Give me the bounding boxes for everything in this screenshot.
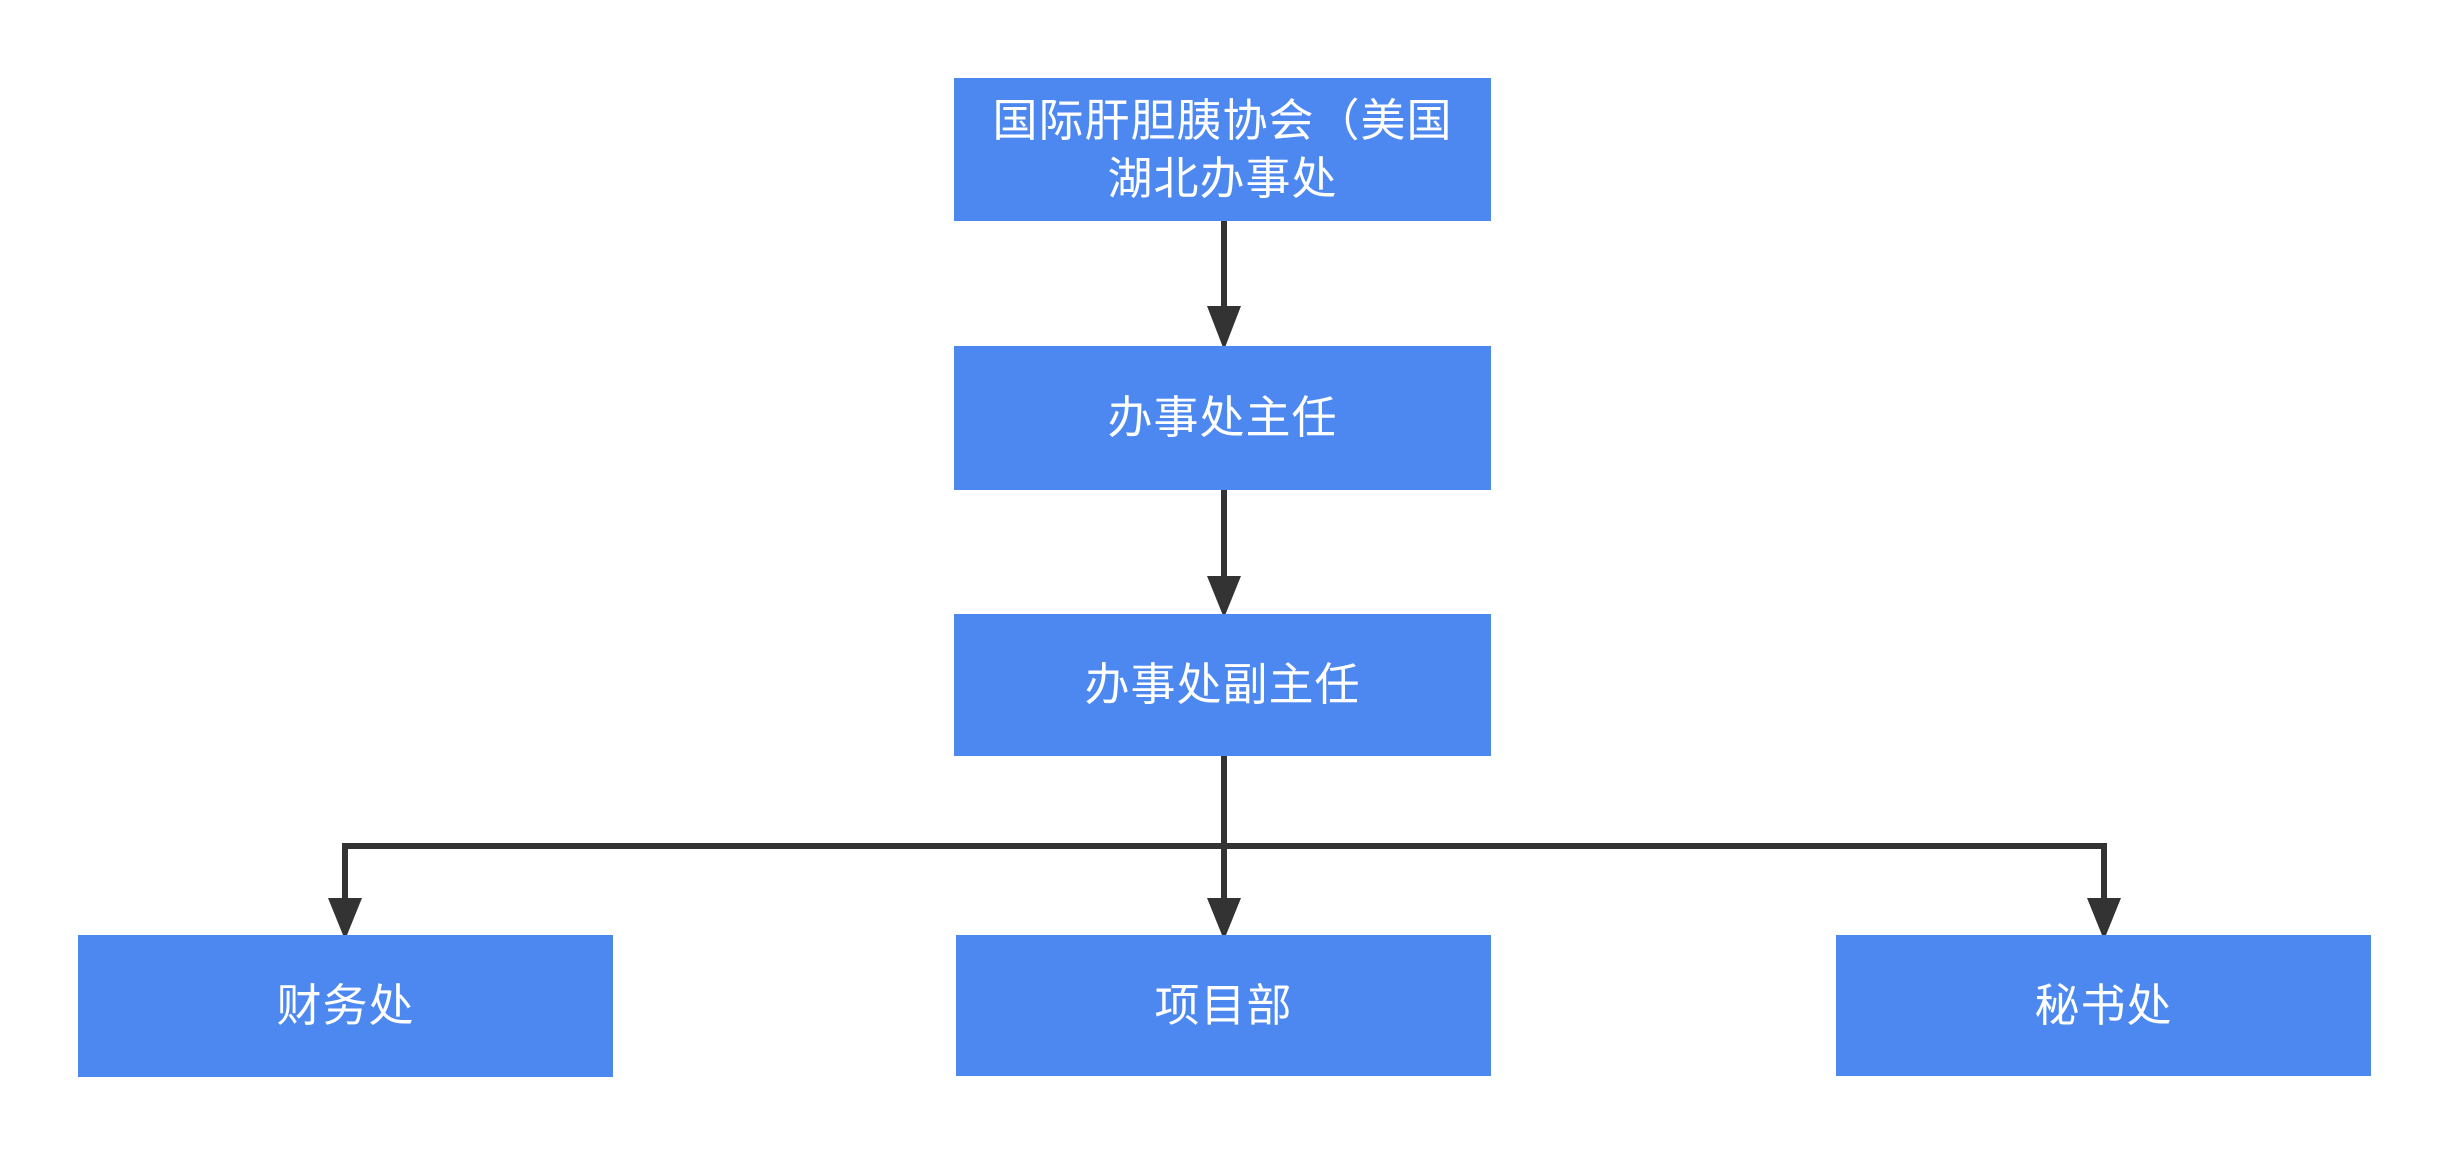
connector-root-to-director: [1207, 220, 1241, 350]
org-node-deputy-director: 办事处副主任: [954, 614, 1491, 756]
org-node-secretariat: 秘书处: [1836, 935, 2371, 1076]
arrowhead-icon: [1207, 576, 1241, 618]
org-node-director-label: 办事处主任: [1107, 392, 1338, 443]
arrowhead-icon: [328, 898, 362, 940]
org-node-finance: 财务处: [78, 935, 613, 1077]
arrowhead-icon: [2087, 898, 2121, 940]
org-node-director: 办事处主任: [954, 346, 1491, 490]
arrowhead-icon: [1207, 306, 1241, 350]
org-node-root-label-line1: 国际肝胆胰协会（美国: [992, 94, 1453, 146]
arrowhead-icon: [1207, 898, 1241, 940]
connector-director-to-deputy: [1207, 489, 1241, 618]
connector-branch-to-secretariat: [2087, 846, 2121, 940]
org-node-deputy-director-label: 办事处副主任: [1084, 659, 1361, 710]
connector-branch-to-finance: [328, 846, 362, 940]
org-node-root: 国际肝胆胰协会（美国 湖北办事处: [954, 78, 1491, 221]
org-node-root-label-line2: 湖北办事处: [1107, 152, 1338, 204]
org-node-project: 项目部: [956, 935, 1491, 1076]
org-node-secretariat-label: 秘书处: [2034, 979, 2173, 1031]
org-node-project-label: 项目部: [1154, 979, 1293, 1031]
connector-deputy-branch-bar: [342, 755, 2107, 902]
org-node-finance-label: 财务处: [276, 980, 415, 1031]
connector-branch-to-project: [1207, 898, 1241, 940]
